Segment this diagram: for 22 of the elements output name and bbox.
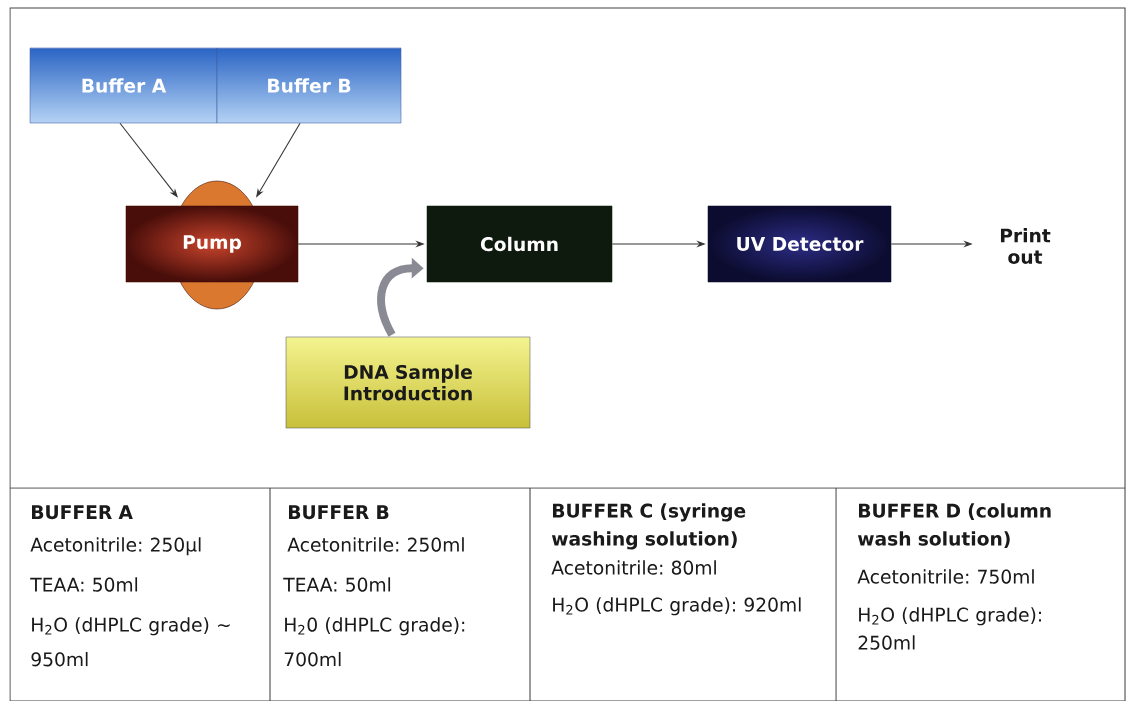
cell-heading: BUFFER D (column wash solution) (857, 503, 1051, 548)
cell-text: TEAA: 50ml (283, 577, 391, 592)
cell-text: Acetonitrile: 250µl (30, 537, 201, 556)
cell-text: Acetonitrile: 80ml (551, 560, 716, 575)
cell-text: H$_{2}$0 (dHPLC grade): 700ml (284, 617, 465, 667)
buffer-box: Buffer B (216, 47, 402, 124)
cell-text: Acetonitrile: 750ml (857, 569, 1034, 584)
arrow (119, 122, 178, 198)
pump-drawing: Pump (125, 180, 299, 310)
cell-heading: BUFFER B (289, 505, 389, 520)
column-box: Column (426, 205, 613, 283)
cell-heading: BUFFER C (syringe washing solution) (551, 503, 746, 550)
buffer-box: Buffer A (29, 47, 218, 124)
cell-text: H$_{2}$O (dHPLC grade) ~ 950ml (31, 617, 230, 667)
cell-text: H$_{2}$O (dHPLC grade): 250ml (858, 607, 1041, 650)
output-text: Print out (1001, 228, 1051, 264)
cell-text: H$_{2}$O (dHPLC grade): 920ml (553, 597, 801, 616)
cell-text: TEAA: 50ml (30, 577, 138, 592)
sample-box: DNA Sample Introduction (285, 336, 531, 429)
cell-heading: BUFFER A (32, 505, 133, 520)
detector-box: UV Detector (707, 205, 892, 283)
cell-text: Acetonitrile: 250ml (287, 537, 464, 552)
